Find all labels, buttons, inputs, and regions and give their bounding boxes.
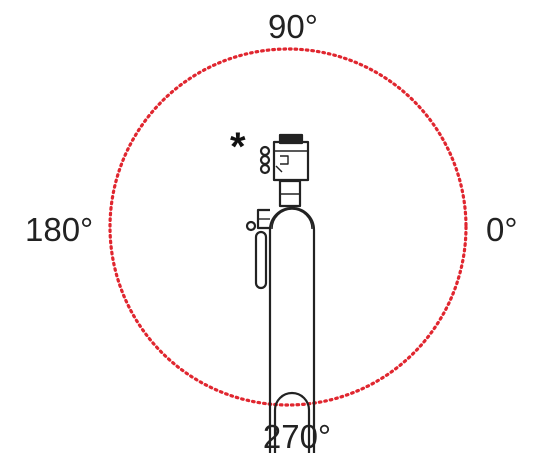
angle-label-270: 270° [263, 418, 331, 453]
asterisk-marker: * [230, 125, 246, 169]
tube-inner-top [271, 208, 313, 230]
bracket-knob [245, 220, 257, 232]
tube-bottom-arch [273, 391, 311, 453]
ring-2 [259, 154, 271, 166]
tube-body [268, 206, 316, 453]
angle-label-0: 0° [486, 211, 518, 248]
ring-3 [259, 163, 271, 175]
device-drawing [245, 133, 316, 453]
angle-label-90: 90° [268, 8, 318, 45]
capsule-head [272, 140, 310, 182]
polar-circle [108, 47, 468, 407]
angle-label-180: 180° [25, 211, 93, 248]
side-handle [254, 230, 268, 290]
capsule-grille [278, 133, 304, 145]
ring-1 [259, 145, 271, 157]
